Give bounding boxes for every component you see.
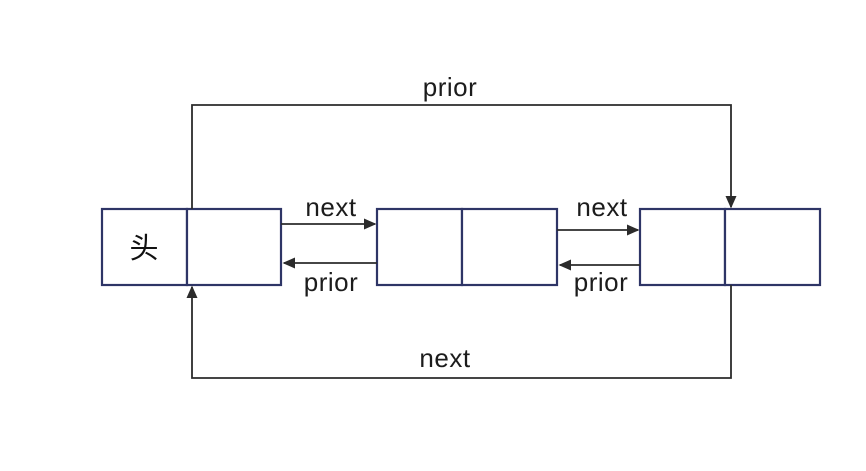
- middle-node: [375, 207, 559, 287]
- middle-node-data-cell: [375, 207, 464, 287]
- head-node: 头: [100, 207, 283, 287]
- prior-label-1: prior: [304, 267, 359, 297]
- prior-top-loop-label: prior: [423, 72, 478, 102]
- tail-node-data-cell: [638, 207, 727, 287]
- next-bottom-loop-arrow: [186, 285, 732, 379]
- tail-node: [638, 207, 822, 287]
- next-label-1: next: [305, 192, 356, 222]
- head-node-pointer-cell: [185, 207, 283, 287]
- next-label-2: next: [576, 192, 627, 222]
- prior-top-loop-arrow: [191, 104, 737, 209]
- next-bottom-loop-label: next: [419, 343, 470, 373]
- middle-node-pointer-cell: [460, 207, 559, 287]
- prior-label-2: prior: [574, 267, 629, 297]
- head-node-label: 头: [129, 231, 158, 265]
- head-node-data-cell: [100, 207, 189, 287]
- tail-node-pointer-cell: [723, 207, 822, 287]
